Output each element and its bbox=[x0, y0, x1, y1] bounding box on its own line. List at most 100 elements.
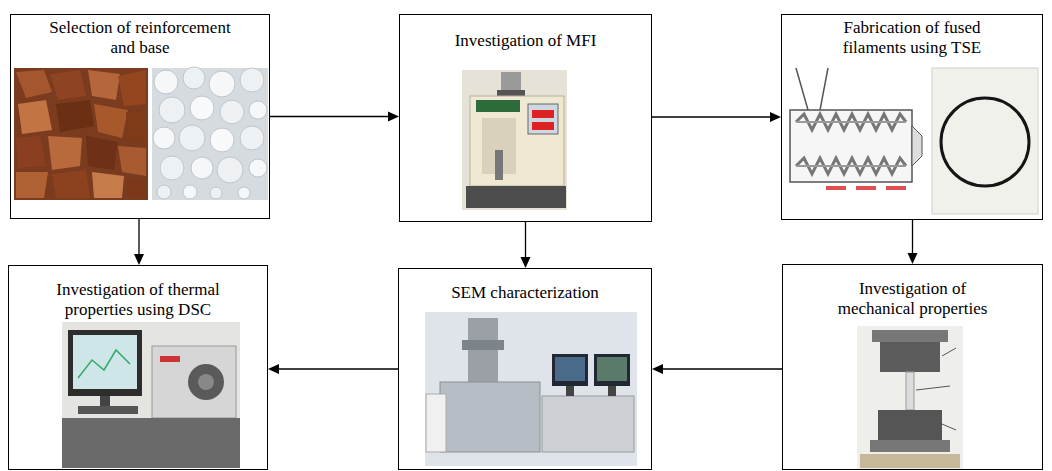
pellets-photo-part bbox=[217, 157, 243, 183]
pellets-photo-part bbox=[191, 157, 213, 179]
reinforcement-photo-part bbox=[56, 100, 94, 132]
flow-arrow bbox=[521, 222, 531, 268]
pellets-photo-part bbox=[183, 185, 197, 199]
reinforcement-photo-part bbox=[88, 70, 120, 100]
pellets-photo-part bbox=[190, 96, 214, 120]
pellets-photo-part bbox=[159, 97, 185, 123]
pellets-photo-part bbox=[220, 100, 244, 124]
sem-instrument-part bbox=[468, 318, 498, 384]
pellets-photo-part bbox=[152, 68, 268, 200]
flow-arrow bbox=[134, 219, 144, 265]
box-heading: Selection of reinforcement and base bbox=[48, 18, 233, 58]
extruder-schematic-part bbox=[912, 126, 922, 166]
box-heading: Investigation of thermal properties usin… bbox=[31, 280, 246, 320]
extruder-schematic-part bbox=[856, 186, 876, 190]
extruder-schematic-part bbox=[796, 68, 808, 110]
arrow-head bbox=[268, 364, 279, 374]
reinforcement-photo-part bbox=[118, 70, 146, 106]
mfi-machine-part bbox=[532, 110, 554, 118]
dsc-instrument-part bbox=[152, 346, 236, 418]
extruder-schematic-part bbox=[790, 110, 912, 182]
sem-instrument-part bbox=[566, 386, 574, 396]
pellets-photo-part bbox=[210, 128, 234, 152]
reinforcement-photo-part bbox=[126, 110, 146, 144]
extruder-schematic-part bbox=[796, 158, 906, 174]
dsc-instrument-part bbox=[78, 406, 138, 414]
pellets-photo-part bbox=[249, 159, 267, 177]
pellets-photo-part bbox=[240, 68, 264, 92]
mfi-machine bbox=[462, 70, 567, 210]
pellets-photo-part bbox=[154, 70, 178, 94]
flow-arrow bbox=[908, 220, 918, 264]
pellets-photo-part bbox=[179, 125, 205, 151]
reinforcement-photo-part bbox=[16, 70, 52, 98]
reinforcement-photo-part bbox=[52, 170, 90, 198]
tensile-grips-part bbox=[906, 372, 914, 410]
reinforcement-photo-part bbox=[48, 136, 82, 170]
reinforcement-photo bbox=[14, 68, 148, 200]
reinforcement-photo-part bbox=[126, 178, 146, 198]
sem-instrument-part bbox=[542, 396, 634, 452]
extruder-schematic-part bbox=[820, 68, 828, 110]
pellets-photo-part bbox=[209, 71, 235, 97]
box-heading: Investigation of MFI bbox=[411, 31, 641, 51]
reinforcement-photo-part bbox=[86, 136, 118, 170]
mfi-machine-part bbox=[497, 90, 525, 96]
mfi-machine-part bbox=[532, 122, 554, 130]
sem-instrument-part bbox=[552, 354, 588, 386]
filament-photo bbox=[932, 68, 1038, 214]
dsc-instrument-part bbox=[68, 330, 142, 396]
tensile-grips-part bbox=[870, 440, 950, 452]
reinforcement-photo-part bbox=[94, 104, 128, 138]
dsc-instrument-part bbox=[188, 364, 224, 400]
pellets-photo-part bbox=[238, 187, 250, 199]
box-heading: Investigation of mechanical properties bbox=[828, 279, 998, 319]
flow-arrow bbox=[268, 364, 398, 374]
sem-instrument bbox=[425, 312, 637, 466]
dsc-instrument-part bbox=[78, 350, 130, 378]
tensile-grips-part bbox=[880, 342, 940, 372]
arrow-head bbox=[521, 257, 531, 268]
arrow-head bbox=[134, 254, 144, 265]
tensile-grips-part bbox=[916, 386, 950, 390]
arrow-line bbox=[912, 220, 913, 255]
filament-photo-part bbox=[941, 98, 1029, 186]
pellets-photo-part bbox=[210, 187, 222, 199]
arrow-line bbox=[525, 222, 526, 259]
pellets-photo-part bbox=[153, 127, 175, 149]
sem-instrument-part bbox=[462, 340, 504, 350]
dsc-instrument-part bbox=[160, 356, 180, 362]
box-heading: Fabrication of fused filaments using TSE bbox=[825, 18, 1000, 58]
reinforcement-photo-part bbox=[18, 100, 52, 134]
mfi-machine-part bbox=[462, 70, 567, 210]
mfi-machine-part bbox=[466, 186, 566, 208]
dsc-instrument-part bbox=[62, 322, 240, 468]
arrow-line bbox=[652, 116, 772, 117]
pellets-photo-part bbox=[157, 185, 171, 199]
pellets-photo-part bbox=[160, 156, 184, 180]
process-box: Investigation of mechanical properties bbox=[782, 264, 1043, 470]
pellets-photo-part bbox=[249, 101, 267, 119]
extruder-schematic-part bbox=[796, 165, 906, 167]
arrow-line bbox=[138, 219, 139, 256]
sem-instrument-part bbox=[597, 357, 627, 381]
reinforcement-photo-part bbox=[118, 146, 146, 176]
pellets-photo-part bbox=[240, 126, 264, 150]
tensile-grips-part bbox=[860, 454, 960, 468]
dsc-instrument-part bbox=[62, 418, 240, 468]
tensile-grips-part bbox=[942, 424, 956, 430]
filament-photo-part bbox=[932, 68, 1038, 214]
arrow-line bbox=[270, 116, 390, 117]
box-heading: SEM characterization bbox=[410, 283, 640, 303]
tensile-grips bbox=[857, 326, 963, 469]
reinforcement-photo-part bbox=[16, 136, 46, 168]
arrow-head bbox=[908, 253, 918, 264]
reinforcement-photo-part bbox=[14, 68, 148, 200]
process-box: Selection of reinforcement and base bbox=[10, 14, 270, 219]
sem-instrument-part bbox=[594, 354, 630, 386]
mfi-machine-part bbox=[495, 150, 503, 180]
dsc-instrument-part bbox=[100, 396, 110, 406]
reinforcement-photo-part bbox=[50, 70, 86, 100]
flow-arrow bbox=[270, 112, 399, 122]
tensile-grips-part bbox=[878, 410, 942, 440]
